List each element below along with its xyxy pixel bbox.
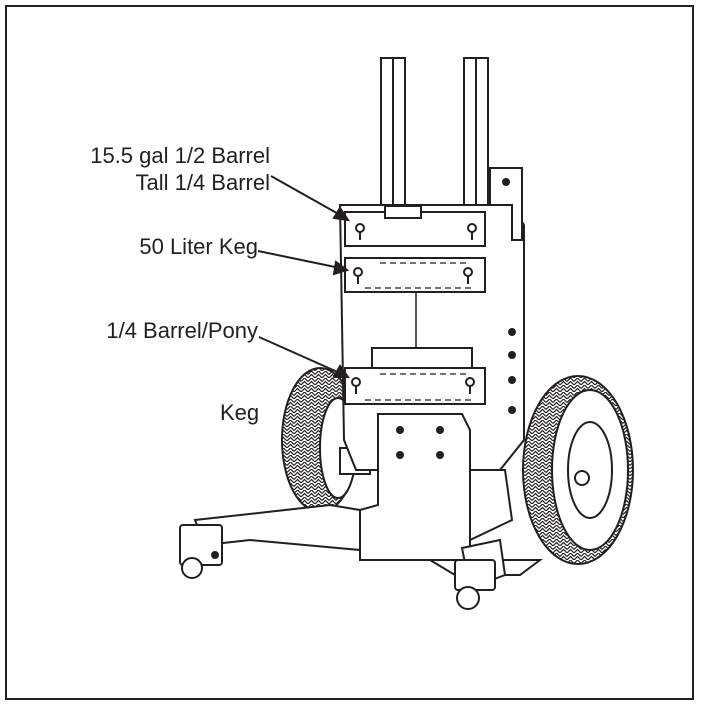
right-wheel — [522, 375, 634, 565]
label-half-barrel-line2: Tall 1/4 Barrel — [135, 170, 270, 195]
label-quarter-pony-line2: Keg — [220, 400, 260, 425]
top-keg-bracket — [344, 205, 486, 247]
label-half-barrel-line1: 15.5 gal 1/2 Barrel — [90, 143, 270, 168]
upright-rails — [380, 57, 489, 211]
label-fifty-liter: 50 Liter Keg — [139, 234, 258, 259]
label-quarter-pony-line1: 1/4 Barrel/Pony — [106, 318, 258, 343]
middle-keg-bracket — [344, 257, 486, 293]
lower-keg-bracket — [344, 347, 486, 405]
leader-arrows — [257, 175, 351, 378]
left-caster-arm — [179, 503, 361, 579]
right-caster — [454, 538, 507, 610]
